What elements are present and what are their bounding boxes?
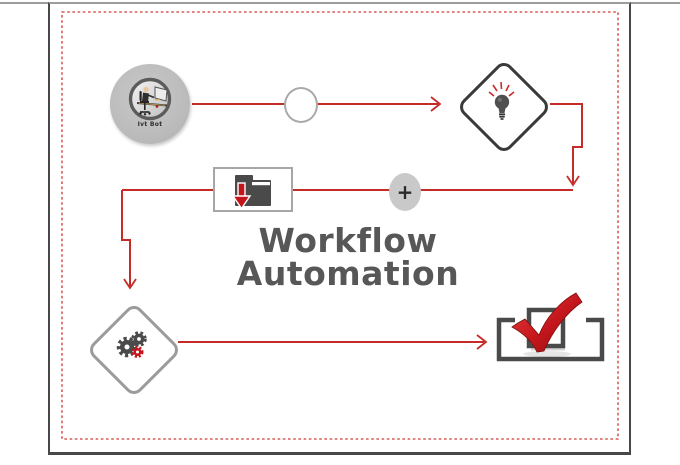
- download-arrow: [231, 181, 252, 210]
- dotted-border: [61, 11, 619, 440]
- lightbulb-icon: [488, 81, 515, 120]
- plus-node: +: [389, 173, 421, 211]
- title-line-1: Workflow: [258, 221, 438, 260]
- red-checkmark: [511, 292, 583, 353]
- connector-middle-to-process: [121, 190, 131, 286]
- connector-idea-to-middle: [550, 103, 583, 183]
- circle-node: [284, 87, 318, 123]
- person-at-desk-icon: [128, 77, 172, 121]
- folder-node: [213, 167, 293, 212]
- person-caption: Ivt Bot: [137, 121, 163, 128]
- gear-red: [131, 346, 144, 358]
- gear-medium: [131, 331, 147, 347]
- arrowhead-right-complete: [476, 334, 488, 350]
- folder-download-icon: [231, 174, 271, 210]
- plus-icon: +: [396, 180, 414, 204]
- gear-large: [116, 336, 138, 358]
- title-line-2: Automation: [236, 254, 460, 293]
- arrowhead-down-middle: [566, 175, 580, 187]
- checkbox-bracket: [496, 317, 605, 362]
- gears-icon: [116, 331, 147, 358]
- checkbox-checked-icon: [496, 292, 605, 362]
- page-title: Workflow Automation: [173, 224, 523, 290]
- arrowhead-down-process: [123, 278, 137, 290]
- arrowhead-right-idea: [430, 96, 442, 112]
